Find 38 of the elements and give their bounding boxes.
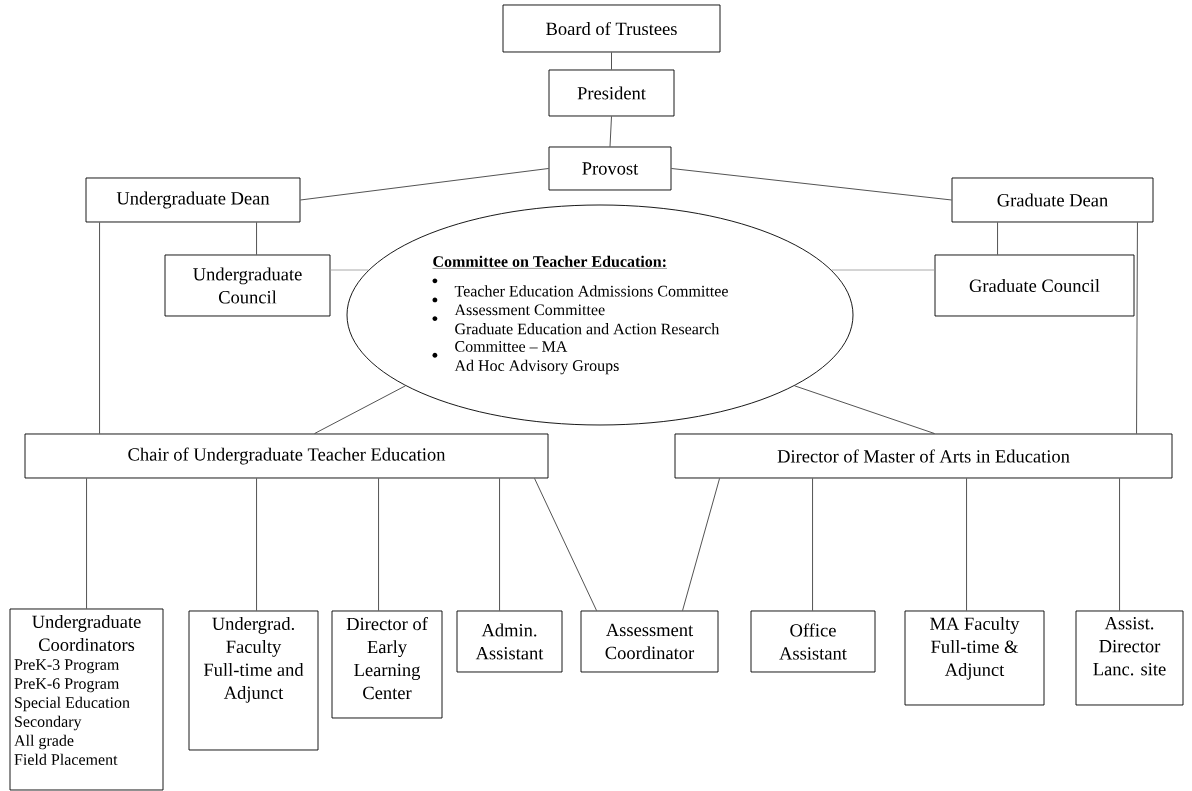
connector-line xyxy=(256,478,257,611)
connector-line xyxy=(609,116,612,147)
connector-line xyxy=(86,478,87,609)
org-box: Assist. Director Lanc. site xyxy=(1075,610,1184,706)
connector-line xyxy=(99,222,100,434)
org-box: Chair of Undergraduate Teacher Education xyxy=(24,433,549,479)
connector-line xyxy=(256,222,257,255)
connector-line xyxy=(682,478,720,611)
org-box: Undergraduate Dean xyxy=(85,177,301,223)
connector-line xyxy=(1136,222,1138,434)
org-box: MA Faculty Full-time & Adjunct xyxy=(904,610,1045,706)
org-box: President xyxy=(548,69,675,117)
connector-line xyxy=(671,168,952,201)
org-box: Office Assistant xyxy=(750,610,876,673)
connector-line xyxy=(314,385,406,434)
connector-line xyxy=(611,52,612,70)
connector-line xyxy=(499,478,500,611)
connector-line xyxy=(534,478,597,611)
org-box: Assessment Coordinator xyxy=(580,610,719,673)
connector-line xyxy=(831,269,935,271)
connector-line xyxy=(378,478,379,611)
connector-line xyxy=(966,478,967,611)
org-box: Director of Master of Arts in Education xyxy=(674,433,1173,479)
org-box: Undergraduate Council xyxy=(164,254,331,317)
list-box: Undergraduate Coordinators PreK-3 Program PreK-6 Program Special Education Secondary All grade Field Placement xyxy=(9,608,164,791)
connector-line xyxy=(794,385,935,434)
connector-line xyxy=(812,478,813,611)
org-box: Graduate Dean xyxy=(951,177,1154,223)
org-box: Undergrad. Faculty Full-time and Adjunct xyxy=(188,610,319,751)
connector-line xyxy=(330,269,369,271)
connector-line xyxy=(300,168,549,201)
connector-line xyxy=(1119,478,1120,611)
org-box: Board of Trustees xyxy=(502,4,721,53)
org-box: Graduate Council xyxy=(934,254,1135,317)
org-box: Provost xyxy=(548,146,672,191)
connector-line xyxy=(997,222,998,255)
org-box: Director of Early Learning Center xyxy=(331,610,443,719)
org-box: Admin. Assistant xyxy=(456,610,563,673)
